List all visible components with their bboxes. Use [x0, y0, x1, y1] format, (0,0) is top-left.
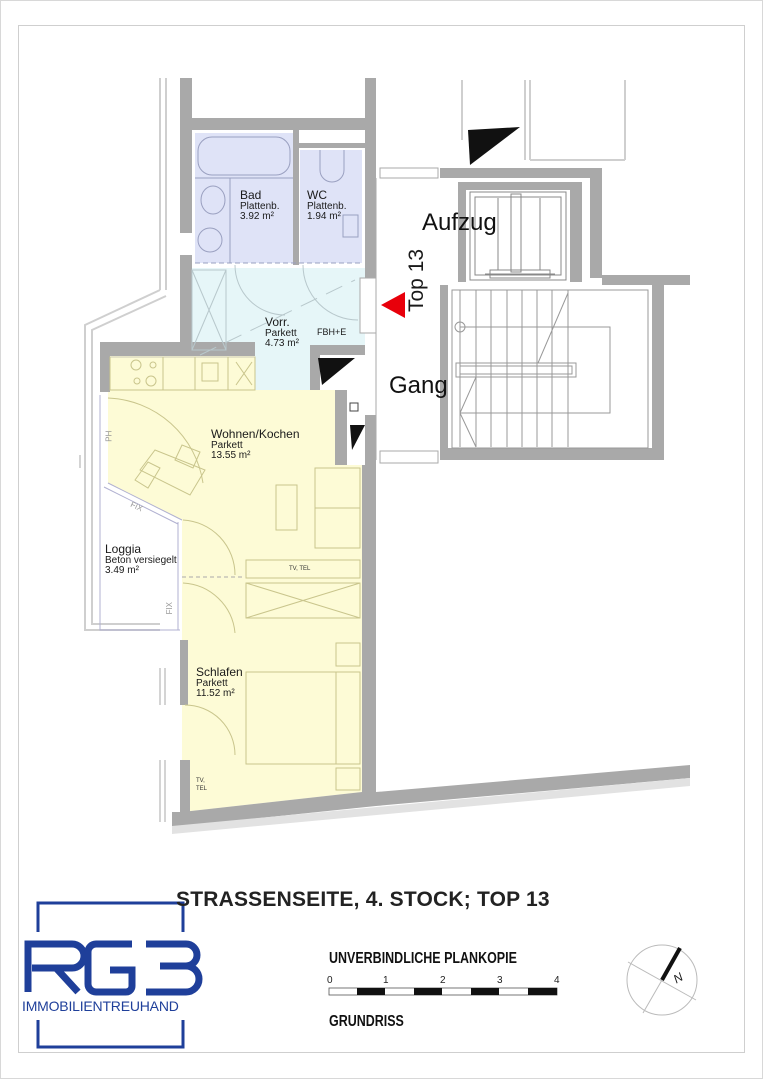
ph-label: PH [104, 430, 114, 442]
room-fill-vorraum [191, 268, 365, 352]
entrance-marker-icon [381, 292, 405, 318]
logo-mark-rg3 [24, 940, 203, 996]
unit-label: Top 13 [405, 248, 428, 312]
plan-title: STRASSENSEITE, 4. STOCK; TOP 13 [176, 888, 550, 911]
scale-tick-2: 2 [440, 975, 446, 986]
corridor-label: Gang [389, 372, 448, 399]
tv-tel-bedroom-line1: TV, [196, 778, 205, 784]
scale-bar [328, 987, 558, 996]
bathroom-fixtures [195, 136, 362, 264]
room-fill-bad [195, 133, 293, 263]
room-label-wc: WC Plattenb. 1.94 m² [307, 188, 347, 223]
scale-tick-4: 4 [554, 975, 560, 986]
bottom-wall [172, 765, 690, 826]
logo-tagline: IMMOBILIENTREUHAND [22, 998, 179, 1014]
fixed-glazing-label-2: FIX [165, 601, 175, 615]
room-fill-wohnen [108, 358, 362, 580]
loggia-outline [99, 395, 183, 631]
tv-tel-living: TV, TEL [289, 566, 311, 572]
room-fill-wc [300, 150, 362, 263]
room-fill-schlafen [182, 580, 362, 812]
room-label-bad: Bad Plattenb. 3.92 m² [240, 188, 280, 223]
logo-frame [36, 901, 185, 1049]
walls [100, 78, 690, 815]
plan-disclaimer: UNVERBINDLICHE PLANKOPIE [329, 950, 517, 967]
living-furniture [107, 397, 361, 579]
bedroom-furniture [182, 582, 361, 791]
tv-tel-bedroom-line2: TEL [196, 786, 208, 792]
elevator-car [469, 191, 567, 281]
vorraum-details [191, 264, 359, 356]
scale-tick-1: 1 [383, 975, 389, 986]
kitchen-counter [109, 356, 256, 391]
north-arrow-icon [626, 944, 698, 1016]
scale-tick-0: 0 [327, 975, 333, 986]
room-label-wohnen-kochen: Wohnen/Kochen Parkett 13.55 m² [211, 427, 300, 462]
room-label-loggia: Loggia Beton versiegelt 3.49 m² [105, 542, 177, 577]
staircase [451, 289, 649, 449]
floor-heating-note: FBH+E [317, 327, 347, 337]
elevator-label: Aufzug [422, 209, 497, 236]
plan-type-label: GRUNDRISS [329, 1013, 404, 1030]
plan-frame [18, 25, 745, 1053]
room-label-schlafen: Schlafen Parkett 11.52 m² [196, 665, 243, 700]
scale-tick-3: 3 [497, 975, 503, 986]
room-label-vorraum: Vorr. Parkett 4.73 m² [265, 315, 299, 350]
